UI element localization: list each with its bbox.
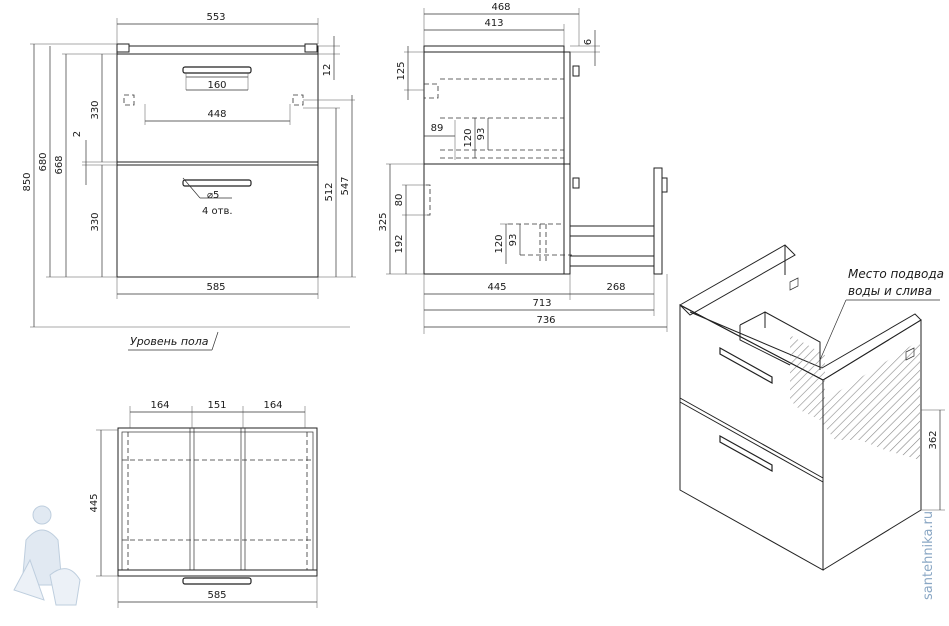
callout-line-2: воды и слива <box>848 284 932 298</box>
top-outline <box>117 427 318 577</box>
front-handle-bottom <box>182 179 252 187</box>
dim-2: 2 <box>72 131 83 137</box>
dim-553: 553 <box>206 12 225 23</box>
side-drawer-front <box>653 167 663 275</box>
dim-330-top: 330 <box>90 100 101 119</box>
side-drawer-open <box>569 225 655 267</box>
iso-handle-top <box>719 346 773 385</box>
front-mount-right <box>292 94 304 106</box>
dim-164-left: 164 <box>150 400 169 411</box>
dim-585-top: 585 <box>207 590 226 601</box>
dim-736: 736 <box>536 315 555 326</box>
plumber-mascot-icon <box>13 505 81 606</box>
dim-445-side: 445 <box>487 282 506 293</box>
top-handle <box>182 577 252 585</box>
dim-160: 160 <box>207 80 226 91</box>
dim-445-top: 445 <box>89 493 100 512</box>
dim-325: 325 <box>378 212 389 231</box>
dim-330-bottom: 330 <box>90 212 101 231</box>
dim-80: 80 <box>394 194 405 207</box>
side-carcass <box>423 51 571 275</box>
front-cap-right <box>304 43 318 53</box>
front-handle-top <box>182 66 252 74</box>
dim-362: 362 <box>928 430 939 449</box>
iso-side-face <box>822 319 922 571</box>
floor-label: Уровень пола <box>130 335 209 348</box>
dim-713: 713 <box>532 298 551 309</box>
watermark-text: santehnika.ru <box>921 511 936 600</box>
dim-448: 448 <box>207 109 226 120</box>
iso-handle-bottom <box>719 434 773 473</box>
dim-120-upper: 120 <box>463 128 474 147</box>
callout-line-1: Место подвода <box>848 267 944 281</box>
iso-view: Место подвода воды и слива 362 <box>679 244 945 571</box>
dim-89: 89 <box>431 123 444 134</box>
dim-125: 125 <box>396 61 407 80</box>
side-countertop <box>423 45 565 53</box>
dim-668: 668 <box>54 155 65 174</box>
dim-151: 151 <box>207 400 226 411</box>
side-view: 468 413 6 125 89 120 93 80 325 <box>378 2 668 334</box>
dim-585-front: 585 <box>206 282 225 293</box>
service-zone <box>790 335 920 460</box>
front-view: 553 160 448 585 850 680 668 330 330 <box>22 12 356 351</box>
dim-192: 192 <box>394 234 405 253</box>
front-mount-left <box>123 94 135 106</box>
dim-680: 680 <box>38 152 49 171</box>
dim-164-right: 164 <box>263 400 282 411</box>
dim-413: 413 <box>484 18 503 29</box>
dim-120-lower: 120 <box>494 234 505 253</box>
front-countertop <box>116 45 319 55</box>
dim-12: 12 <box>322 64 333 77</box>
iso-top-back <box>679 244 796 316</box>
dim-468: 468 <box>491 2 510 13</box>
top-view: 164 151 164 445 585 <box>89 400 318 608</box>
hole-leader <box>182 177 201 199</box>
dim-6: 6 <box>583 39 594 45</box>
hole-count: 4 отв. <box>202 206 233 217</box>
dim-268: 268 <box>606 282 625 293</box>
hole-diameter: ⌀5 <box>207 190 219 201</box>
front-cap-left <box>116 43 130 53</box>
dim-93-upper: 93 <box>476 128 487 141</box>
dim-512: 512 <box>324 182 335 201</box>
dim-547: 547 <box>340 176 351 195</box>
watermark: santehnika.ru <box>13 505 936 606</box>
dim-850: 850 <box>22 172 33 191</box>
dim-93-lower: 93 <box>508 234 519 247</box>
